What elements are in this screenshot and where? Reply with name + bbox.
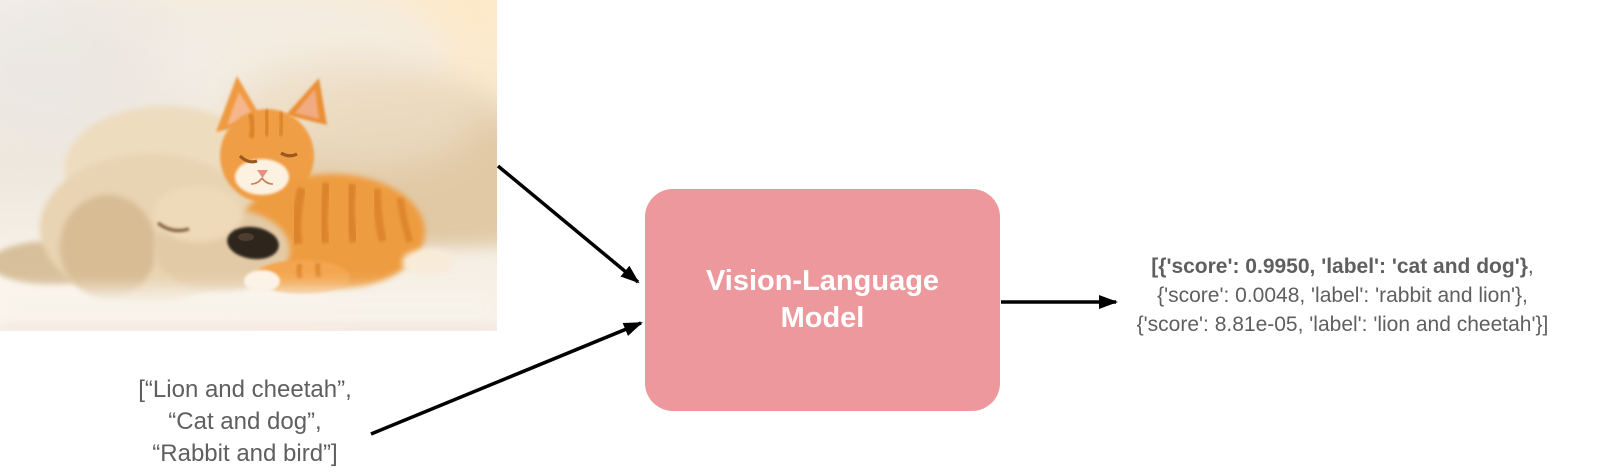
vision-language-model-box: Vision-Language Model xyxy=(645,189,1000,411)
output-line-2: {'score': 0.0048, 'label': 'rabbit and l… xyxy=(1157,284,1528,307)
prompt-line-3: “Rabbit and bird”] xyxy=(152,440,338,467)
output-line-1: [{'score': 0.9950, 'label': 'cat and dog… xyxy=(1080,252,1600,281)
arrow-image-to-model xyxy=(496,164,640,284)
arrow-prompts-to-model xyxy=(370,321,643,436)
prompt-line-1: [“Lion and cheetah”, xyxy=(138,376,352,403)
output-line-1-bold: [{'score': 0.9950, 'label': 'cat and dog… xyxy=(1151,255,1528,278)
output-line-3: {'score': 8.81e-05, 'label': 'lion and c… xyxy=(1136,313,1549,336)
prompt-list: [“Lion and cheetah”, “Cat and dog”, “Rab… xyxy=(105,374,385,470)
prompt-line-2: “Cat and dog”, xyxy=(168,408,322,435)
pet-photo-illustration xyxy=(0,0,497,331)
pet-photo xyxy=(0,0,497,331)
output-text: [{'score': 0.9950, 'label': 'cat and dog… xyxy=(1080,252,1600,339)
output-line-1-rest: , xyxy=(1527,255,1534,278)
model-label: Vision-Language Model xyxy=(705,265,940,334)
